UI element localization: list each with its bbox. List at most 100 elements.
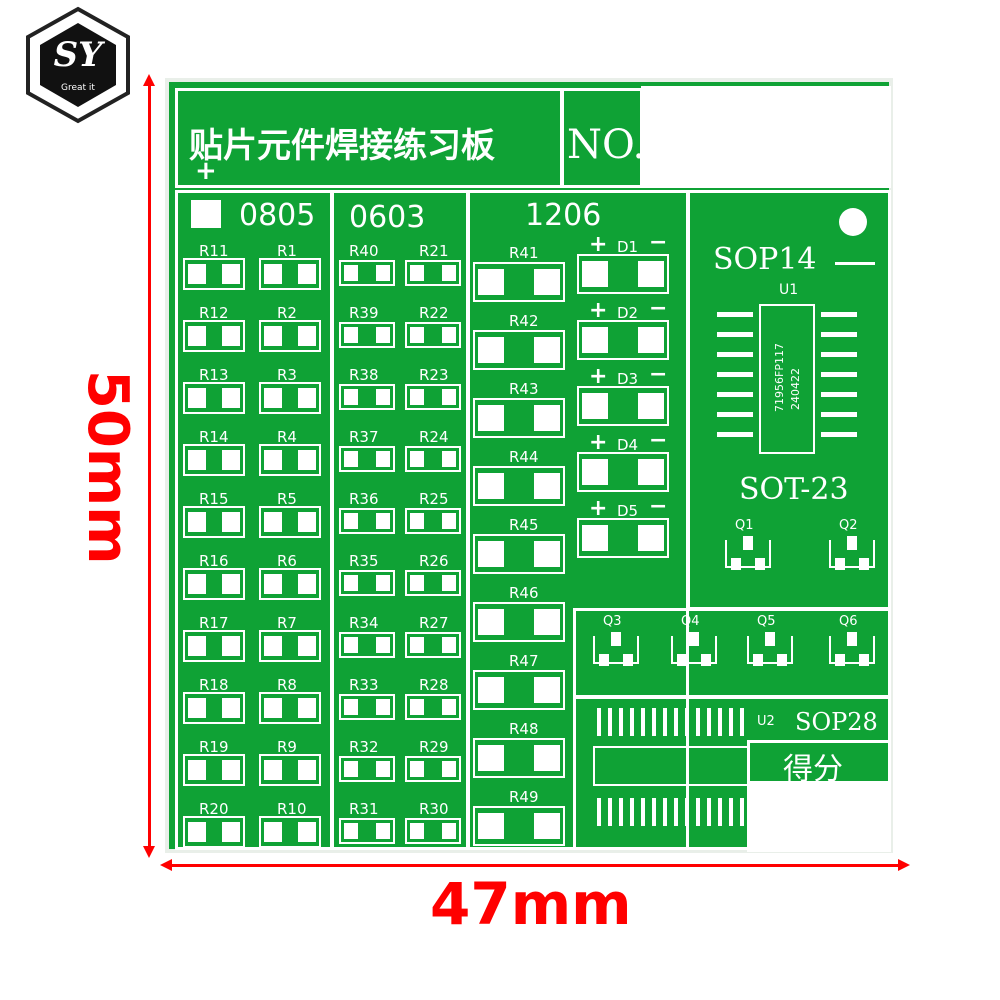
sot23-pad <box>847 536 857 550</box>
resistor-footprint-pad-b <box>534 745 560 771</box>
resistor-footprint-pad-a <box>264 636 282 656</box>
transistor-label: Q1 <box>735 518 754 533</box>
width-arrow-left <box>160 859 172 871</box>
resistor-footprint <box>339 446 395 472</box>
resistor-footprint-pad-a <box>410 389 424 405</box>
resistor-footprint <box>405 694 461 720</box>
resistor-footprint <box>339 694 395 720</box>
width-arrow-right <box>898 859 910 871</box>
resistor-footprint-pad-b <box>376 761 390 777</box>
resistor-label: R39 <box>349 304 379 322</box>
sop28-pin-bottom <box>729 798 733 826</box>
diode-footprint-pad-b <box>638 459 664 485</box>
resistor-footprint-pad-b <box>442 389 456 405</box>
resistor-footprint-pad-b <box>442 327 456 343</box>
sop14-pin-left <box>717 432 753 437</box>
resistor-label: R18 <box>199 676 229 694</box>
resistor-label: R21 <box>419 242 449 260</box>
polarity-square <box>191 200 221 228</box>
sop28-pin-top <box>685 708 689 736</box>
sot23-pad <box>623 654 633 666</box>
diode-footprint <box>577 452 669 492</box>
resistor-footprint-pad-b <box>442 699 456 715</box>
resistor-footprint <box>259 382 321 414</box>
logo-letters: SY <box>53 35 103 75</box>
transistor-label: Q5 <box>757 614 776 629</box>
resistor-footprint <box>473 534 565 574</box>
diode-minus: − <box>649 230 668 255</box>
resistor-footprint-pad-a <box>188 264 206 284</box>
sot23-outline <box>829 636 875 664</box>
score-fill-area <box>747 782 891 852</box>
sop14-pin-left <box>717 392 753 397</box>
chip-marking-1: 71956FP117 <box>773 343 786 412</box>
resistor-footprint-pad-b <box>298 698 316 718</box>
resistor-footprint-pad-a <box>478 609 504 635</box>
resistor-footprint <box>259 444 321 476</box>
sop28-pin-top <box>597 708 601 736</box>
resistor-label: R34 <box>349 614 379 632</box>
sop14-pin-left <box>717 352 753 357</box>
resistor-footprint-pad-b <box>376 327 390 343</box>
sop28-pin-bottom <box>608 798 612 826</box>
resistor-footprint-pad-a <box>478 677 504 703</box>
resistor-footprint-pad-b <box>376 637 390 653</box>
resistor-label: R41 <box>509 244 539 262</box>
resistor-label: R25 <box>419 490 449 508</box>
resistor-footprint-pad-b <box>442 451 456 467</box>
sot23-pad <box>755 558 765 570</box>
resistor-footprint-pad-a <box>344 389 358 405</box>
resistor-label: R30 <box>419 800 449 818</box>
sot23-pad <box>701 654 711 666</box>
pin1-dot <box>839 208 867 236</box>
resistor-footprint-pad-b <box>298 450 316 470</box>
sop28-pin-bottom <box>641 798 645 826</box>
sop28-pin-bottom <box>652 798 656 826</box>
sot23-pad <box>859 558 869 570</box>
sop14-pin1-bar <box>835 262 875 265</box>
sop28-label: SOP28 <box>795 708 878 736</box>
resistor-footprint-pad-a <box>410 265 424 281</box>
resistor-footprint <box>473 670 565 710</box>
resistor-label: R8 <box>277 676 297 694</box>
resistor-footprint-pad-b <box>222 698 240 718</box>
sop28-pin-top <box>641 708 645 736</box>
resistor-footprint <box>183 444 245 476</box>
resistor-label: R16 <box>199 552 229 570</box>
resistor-label: R29 <box>419 738 449 756</box>
sot23-pad <box>677 654 687 666</box>
resistor-footprint-pad-a <box>344 823 358 839</box>
resistor-footprint <box>339 508 395 534</box>
resistor-footprint <box>259 630 321 662</box>
resistor-footprint <box>339 322 395 348</box>
sop28-pin-top <box>740 708 744 736</box>
resistor-footprint-pad-b <box>442 513 456 529</box>
resistor-footprint <box>405 570 461 596</box>
sop14-pin-right <box>821 312 857 317</box>
resistor-footprint-pad-a <box>410 513 424 529</box>
resistor-footprint <box>473 398 565 438</box>
sop14-label: SOP14 <box>713 242 817 277</box>
sop14-pin-right <box>821 332 857 337</box>
resistor-footprint-pad-b <box>442 761 456 777</box>
diode-footprint-pad-b <box>638 525 664 551</box>
sot23-outline <box>829 540 875 568</box>
resistor-footprint-pad-a <box>264 574 282 594</box>
diode-plus: + <box>589 298 608 323</box>
sot23-pad <box>731 558 741 570</box>
resistor-label: R38 <box>349 366 379 384</box>
resistor-footprint-pad-b <box>298 388 316 408</box>
diode-label: D5 <box>617 502 639 520</box>
diode-footprint-pad-a <box>582 459 608 485</box>
resistor-footprint-pad-a <box>478 269 504 295</box>
sot23-pad <box>743 536 753 550</box>
resistor-footprint-pad-b <box>442 265 456 281</box>
sop28-pin-top <box>718 708 722 736</box>
resistor-footprint <box>339 384 395 410</box>
resistor-label: R12 <box>199 304 229 322</box>
resistor-footprint <box>405 756 461 782</box>
sop14-pin-right <box>821 372 857 377</box>
resistor-footprint <box>183 382 245 414</box>
resistor-label: R2 <box>277 304 297 322</box>
sop14-pin-left <box>717 412 753 417</box>
